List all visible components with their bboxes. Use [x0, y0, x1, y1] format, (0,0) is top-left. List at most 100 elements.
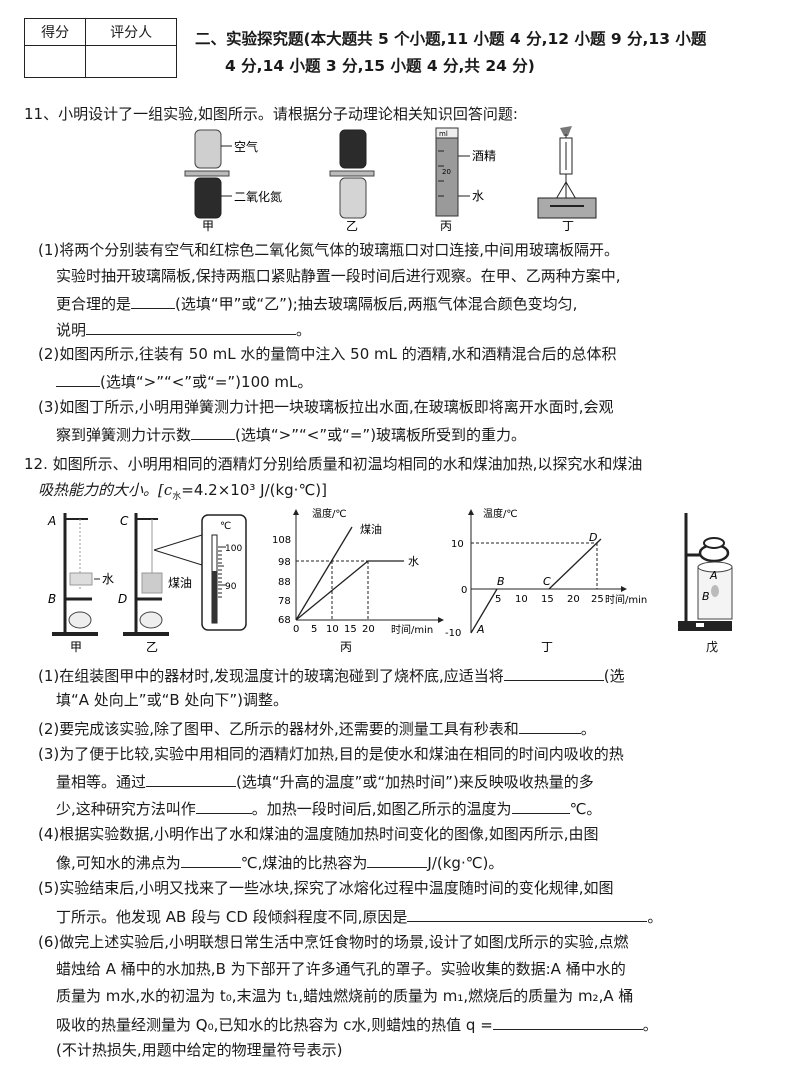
svg-text:丙: 丙: [340, 640, 352, 654]
svg-text:0: 0: [293, 624, 299, 635]
svg-text:0: 0: [461, 585, 467, 596]
chart-bing: 温度/℃ 煤油 水 108 98 88 78 68 0 5 10 15 20 时…: [272, 507, 444, 654]
svg-text:68: 68: [278, 615, 291, 626]
svg-text:C: C: [543, 575, 551, 588]
q12-p1-l2: 填“A 处向上”或“B 处向下”)调整。: [56, 691, 289, 709]
q11-p1-l4: 说明。: [56, 318, 311, 340]
svg-text:温度/℃: 温度/℃: [483, 507, 518, 520]
fig-label-yi: 乙: [346, 219, 358, 233]
svg-text:B: B: [497, 575, 505, 588]
answer-blank-12-1[interactable]: [503, 664, 604, 681]
svg-text:℃: ℃: [220, 521, 231, 532]
q11-figures: 空气 二氧化氮 甲 乙 ml 20 酒精 水 丙 丁: [184, 126, 597, 233]
svg-text:20: 20: [567, 594, 580, 605]
svg-text:10: 10: [326, 624, 339, 635]
score-cell[interactable]: [23, 45, 87, 78]
q12-p6-l1: (6)做完上述实验后,小明联想日常生活中烹饪食物时的场景,设计了如图戊所示的实验…: [38, 933, 629, 951]
svg-text:88: 88: [278, 577, 291, 588]
svg-text:甲: 甲: [70, 640, 82, 654]
answer-blank-11-2[interactable]: [56, 370, 100, 387]
svg-text:ml: ml: [439, 130, 448, 138]
svg-text:时间/min: 时间/min: [391, 623, 433, 636]
svg-text:78: 78: [278, 596, 291, 607]
q12-p2: (2)要完成该实验,除了图甲、乙所示的器材外,还需要的测量工具有秒表和。: [38, 717, 596, 739]
answer-blank-12-5[interactable]: [407, 905, 648, 922]
answer-blank-12-3b[interactable]: [195, 797, 252, 814]
svg-text:A: A: [709, 569, 718, 582]
q12-stem-l2: 吸热能力的大小。[c水=4.2×10³ J/(kg·℃)]: [38, 481, 327, 502]
svg-text:水: 水: [408, 555, 419, 568]
svg-text:10: 10: [451, 539, 464, 550]
q11-p3-l2: 察到弹簧测力计示数(选填“>”“<”或“=”)玻璃板所受到的重力。: [56, 423, 526, 445]
answer-blank-12-3a[interactable]: [146, 770, 237, 787]
svg-text:丁: 丁: [541, 640, 553, 654]
svg-text:煤油: 煤油: [168, 576, 192, 590]
svg-text:5: 5: [311, 624, 317, 635]
section-title-line1: 二、实验探究题(本大题共 5 个小题,11 小题 4 分,12 小题 9 分,1…: [195, 30, 707, 48]
svg-text:25: 25: [591, 594, 604, 605]
svg-text:10: 10: [515, 594, 528, 605]
chart-ding: 温度/℃ 10 0 -10 5 10 15 20 25 时间/min A B C…: [445, 507, 647, 654]
svg-text:D: D: [118, 592, 127, 606]
svg-text:水: 水: [102, 572, 114, 586]
svg-text:D: D: [589, 531, 597, 544]
svg-text:B: B: [48, 592, 56, 606]
section-title: 二、实验探究题(本大题共 5 个小题,11 小题 4 分,12 小题 9 分,1…: [195, 26, 775, 80]
bottle-pair-jia: [184, 129, 232, 219]
thermometer-reading: [201, 514, 247, 631]
apparatus-jia: [52, 513, 100, 636]
svg-text:乙: 乙: [146, 640, 158, 654]
svg-text:煤油: 煤油: [360, 522, 382, 536]
label-water: 水: [472, 189, 484, 203]
q12-p6-l2: 蜡烛给 A 桶中的水加热,B 为下部开了许多通气孔的罩子。实验收集的数据:A 桶…: [56, 960, 626, 978]
measuring-cylinder: ml 20: [435, 127, 470, 217]
apparatus-yi: [123, 513, 203, 636]
answer-blank-11-3[interactable]: [191, 423, 236, 440]
answer-blank-11-1b[interactable]: [86, 318, 297, 335]
q12-p6-l3: 质量为 m水,水的初温为 t₀,末温为 t₁,蜡烛燃烧前的质量为 m₁,燃烧后的…: [56, 987, 634, 1005]
svg-text:20: 20: [362, 624, 375, 635]
grader-header: 评分人: [85, 18, 177, 46]
label-air: 空气: [234, 139, 258, 154]
svg-text:A: A: [476, 623, 485, 636]
fig-label-bing: 丙: [440, 219, 452, 233]
q11-p1-l2: 实验时抽开玻璃隔板,保持两瓶口紧贴静置一段时间后进行观察。在甲、乙两种方案中,: [56, 267, 621, 285]
answer-blank-12-4a[interactable]: [180, 851, 241, 868]
answer-blank-12-4b[interactable]: [367, 851, 428, 868]
q12-p3-l3: 少,这种研究方法叫作。加热一段时间后,如图乙所示的温度为℃。: [56, 797, 601, 819]
svg-text:5: 5: [495, 594, 501, 605]
grader-cell[interactable]: [85, 45, 177, 78]
apparatus-wu: [678, 513, 733, 631]
score-table: 得分 评分人: [23, 18, 177, 78]
spring-scale-setup: [537, 126, 597, 219]
svg-text:A: A: [47, 514, 56, 528]
answer-blank-12-2[interactable]: [518, 717, 581, 734]
q12-p6-l4: 吸收的热量经测量为 Q₀,已知水的比热容为 c水,则蜡烛的热值 q =。: [56, 1013, 658, 1035]
bottle-pair-yi: [329, 129, 375, 219]
svg-text:15: 15: [344, 624, 357, 635]
q11-p1-l1: (1)将两个分别装有空气和红棕色二氧化氮气体的玻璃瓶口对口连接,中间用玻璃板隔开…: [38, 241, 620, 259]
q11-p3-l1: (3)如图丁所示,小明用弹簧测力计把一块玻璃板拉出水面,在玻璃板即将离开水面时,…: [38, 398, 614, 416]
svg-text:100: 100: [225, 544, 242, 554]
q12-stem-l1: 12. 如图所示、小明用相同的酒精灯分别给质量和初温均相同的水和煤油加热,以探究…: [24, 455, 643, 473]
section-title-line2: 4 分,14 小题 3 分,15 小题 4 分,共 24 分): [225, 57, 535, 75]
q11-p2-l1: (2)如图丙所示,往装有 50 mL 水的量筒中注入 50 mL 的酒精,水和酒…: [38, 345, 617, 363]
q11-p2-l2: (选填“>”“<”或“=”)100 mL。: [56, 370, 312, 392]
svg-text:B: B: [702, 590, 710, 603]
svg-text:时间/min: 时间/min: [605, 593, 647, 606]
q11-p1-l3: 更合理的是(选填“甲”或“乙”);抽去玻璃隔板后,两瓶气体混合颜色变均匀,: [56, 292, 577, 314]
svg-text:15: 15: [541, 594, 554, 605]
fig-label-jia: 甲: [202, 219, 214, 233]
q12-p3-l1: (3)为了便于比较,实验中用相同的酒精灯加热,目的是使水和煤油在相同的时间内吸收…: [38, 745, 624, 763]
q12-p5-l1: (5)实验结束后,小明又找来了一些冰块,探究了冰熔化过程中温度随时间的变化规律,…: [38, 879, 614, 897]
svg-text:戊: 戊: [706, 640, 718, 654]
svg-text:98: 98: [278, 557, 291, 568]
q12-p1-l1: (1)在组装图甲中的器材时,发现温度计的玻璃泡碰到了烧杯底,应适当将(选: [38, 664, 625, 686]
answer-blank-11-1a[interactable]: [131, 292, 176, 309]
q11-stem: 11、小明设计了一组实验,如图所示。请根据分子动理论相关知识回答问题:: [24, 105, 518, 123]
answer-blank-12-6[interactable]: [492, 1013, 643, 1030]
fig-label-ding: 丁: [562, 219, 574, 233]
q12-figures: A B 水 甲 C D 煤油 乙 ℃ 100 90: [47, 507, 733, 654]
svg-text:C: C: [120, 514, 129, 528]
answer-blank-12-3c[interactable]: [511, 797, 570, 814]
